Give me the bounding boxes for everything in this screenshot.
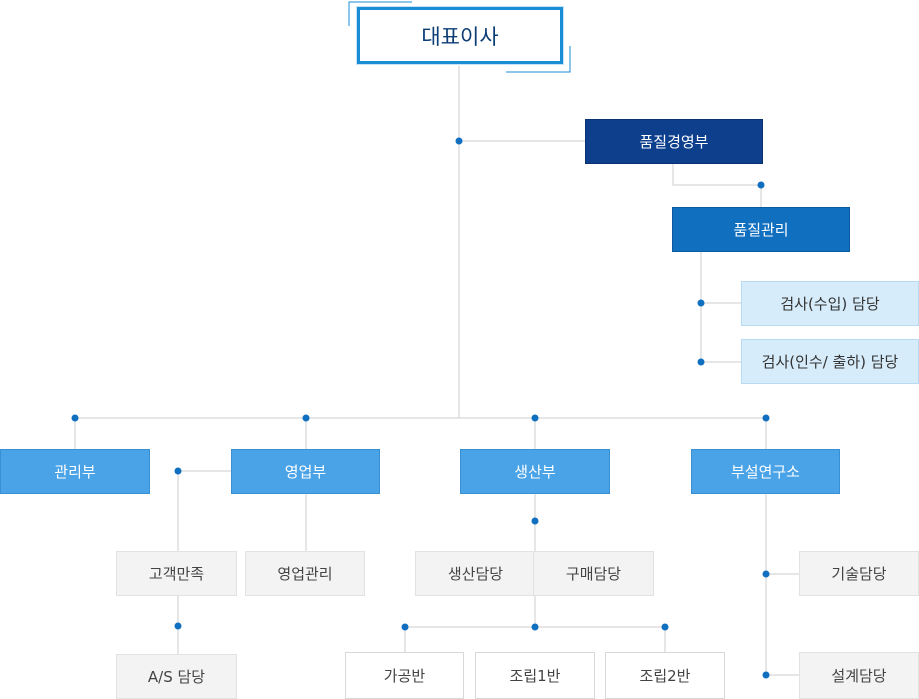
connector-dot xyxy=(174,622,182,630)
ceo-box: 대표이사 xyxy=(357,7,563,64)
connector-dot xyxy=(762,414,770,422)
connector-dot xyxy=(531,623,539,631)
connector-dot xyxy=(762,671,770,679)
connector-dot xyxy=(697,299,705,307)
team-processing-box: 가공반 xyxy=(345,652,464,699)
dept-research-box: 부설연구소 xyxy=(691,449,840,494)
inspection-incoming-box: 검사(수입) 담당 xyxy=(741,281,919,326)
connector-dot xyxy=(661,623,669,631)
team-design-box: 설계담당 xyxy=(799,652,919,699)
team-sales-mgmt-box: 영업관리 xyxy=(245,551,365,596)
team-as-box: A/S 담당 xyxy=(116,654,237,699)
dept-production-box: 생산부 xyxy=(460,449,610,494)
connector-dot xyxy=(174,467,182,475)
connector-dot xyxy=(762,570,770,578)
inspection-shipping-box: 검사(인수/ 출하) 담당 xyxy=(741,339,919,384)
connector-dot xyxy=(455,137,463,145)
connector-dots xyxy=(71,137,770,679)
team-purchasing-box: 구매담당 xyxy=(533,551,654,596)
connector-dot xyxy=(531,517,539,525)
team-customer-box: 고객만족 xyxy=(116,551,237,596)
team-tech-box: 기술담당 xyxy=(799,551,919,596)
connector-dot xyxy=(757,181,765,189)
connector-dot xyxy=(531,414,539,422)
team-assembly2-box: 조립2반 xyxy=(605,652,725,699)
connector-dot xyxy=(302,414,310,422)
connector-dot xyxy=(71,414,79,422)
dept-sales-box: 영업부 xyxy=(231,449,380,494)
dept-admin-box: 관리부 xyxy=(0,449,150,494)
connector-dot xyxy=(697,358,705,366)
team-assembly1-box: 조립1반 xyxy=(475,652,595,699)
team-production-duty-box: 생산담당 xyxy=(415,551,536,596)
connector-dot xyxy=(401,623,409,631)
quality-dept-box: 품질경영부 xyxy=(585,119,763,164)
quality-team-box: 품질관리 xyxy=(672,207,850,252)
